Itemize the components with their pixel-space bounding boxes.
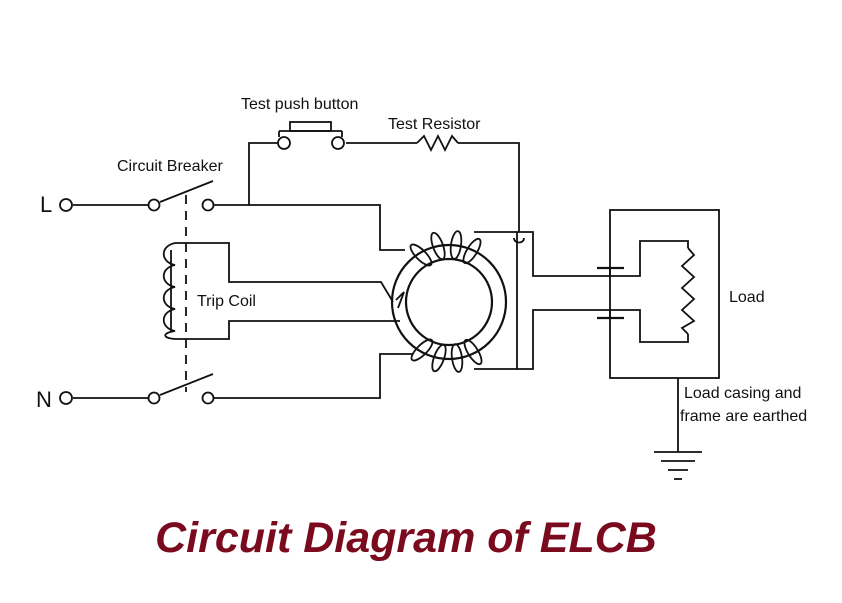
line-conductor: [73, 142, 405, 251]
push-button-contact-left: [277, 136, 291, 150]
test-push-button: [278, 121, 343, 137]
test-resistor: [416, 133, 459, 153]
circuit-breaker: [159, 180, 214, 396]
toroid-outer: [390, 243, 508, 361]
breaker-blade-n: [159, 373, 214, 396]
trip-coil-label: Trip Coil: [197, 293, 256, 310]
terminal-n: [59, 391, 73, 405]
trip-coil-winding: [162, 242, 176, 340]
load-resistor: [680, 247, 696, 335]
test-push-button-label: Test push button: [241, 96, 358, 113]
sense-winding-tap: [395, 291, 405, 309]
load-note-line1: Load casing and: [684, 385, 801, 402]
load-note-line2: frame are earthed: [680, 408, 807, 425]
diagram-title: Circuit Diagram of ELCB: [155, 514, 657, 562]
load-feed-conductors: [474, 231, 611, 370]
breaker-contact-l1: [147, 198, 161, 212]
circuit-breaker-label: Circuit Breaker: [117, 158, 223, 175]
breaker-contact-l2: [201, 198, 215, 212]
load: [597, 209, 720, 379]
load-casing: [609, 209, 720, 379]
core-balance-transformer: [390, 230, 508, 373]
terminal-l-label: L: [40, 192, 52, 217]
breaker-blade-l: [159, 180, 214, 203]
breaker-contact-n2: [201, 391, 215, 405]
test-resistor-label: Test Resistor: [388, 116, 481, 133]
trip-coil: [162, 242, 400, 340]
earth: [654, 378, 702, 480]
breaker-contact-n1: [147, 391, 161, 405]
test-circuit: [278, 121, 525, 244]
toroid-top-winding: [409, 230, 482, 267]
toroid-inner: [404, 257, 494, 347]
toroid-bottom-winding: [410, 338, 483, 373]
terminal-l: [59, 198, 73, 212]
push-button-contact-right: [331, 136, 345, 150]
load-label: Load: [729, 289, 765, 306]
terminal-n-label: N: [36, 387, 52, 412]
neutral-conductor: [73, 353, 412, 399]
